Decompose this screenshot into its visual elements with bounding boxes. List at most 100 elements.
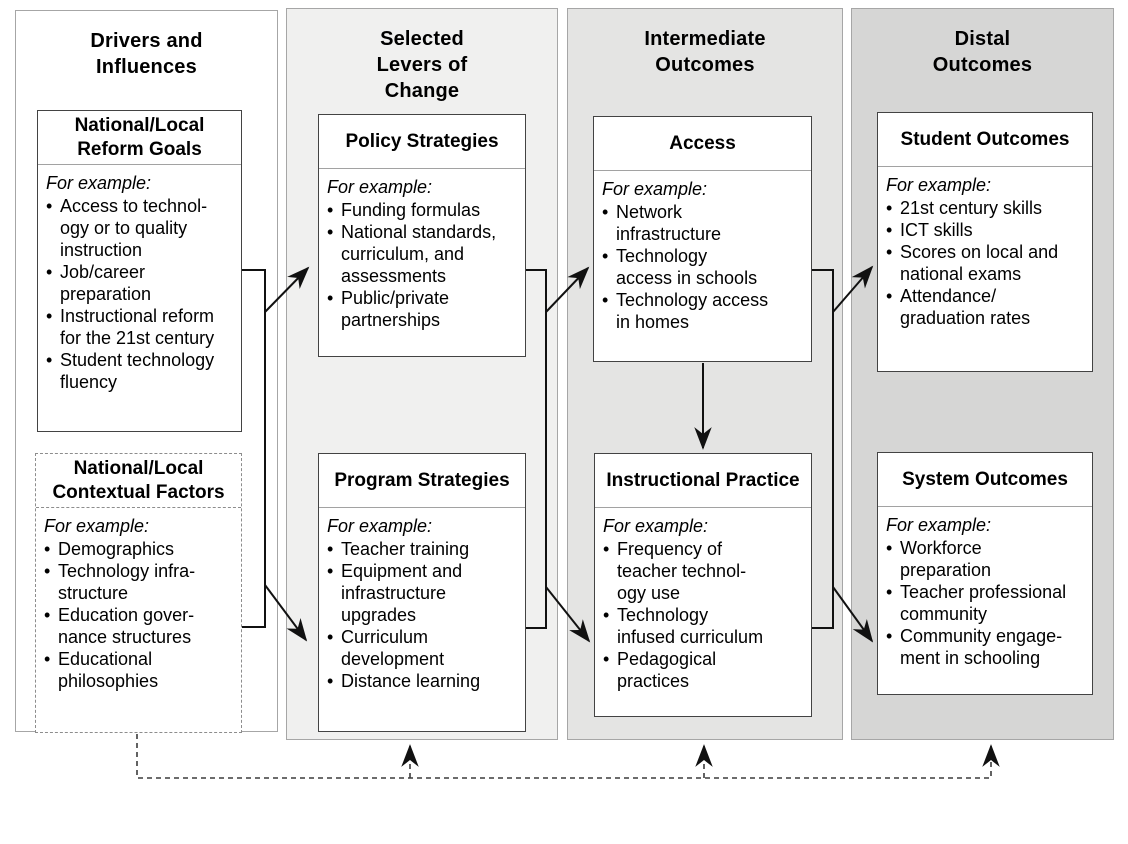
bullet-dot: •	[603, 605, 610, 625]
bullet-list: •Network infrastructure •Technology acce…	[602, 201, 808, 333]
bullet-item: •Teacher professional community	[886, 582, 1067, 624]
bullet-item: •Curriculum development	[327, 627, 445, 669]
box-national-local-reform-goals: National/Local Reform Goals For example:…	[37, 110, 242, 432]
box-title: National/Local Contextual Factors	[36, 454, 241, 508]
box-title: Instructional Practice	[595, 454, 811, 508]
box-title: System Outcomes	[878, 453, 1092, 507]
bullet-item: •Attendance/ graduation rates	[886, 286, 1031, 328]
bullet-item: •Teacher training	[327, 539, 470, 559]
bullet-dot: •	[886, 198, 893, 218]
bullet-dot: •	[603, 539, 610, 559]
bullet-item: •Public/private partnerships	[327, 288, 450, 330]
bullet-item: •ICT skills	[886, 220, 973, 240]
bullet-dot: •	[886, 626, 893, 646]
column-title: Intermediate Outcomes	[644, 28, 766, 76]
bullet-list: •Funding formulas •National standards, c…	[327, 199, 522, 331]
bullet-list: •Demographics •Technology infra- structu…	[44, 538, 238, 692]
bullet-dot: •	[886, 286, 893, 306]
box-national-local-contextual-factors: National/Local Contextual Factors For ex…	[35, 453, 242, 733]
box-body: For example: •Frequency of teacher techn…	[595, 508, 811, 696]
bullet-item: •Demographics	[44, 539, 175, 559]
bullet-list: •21st century skills •ICT skills •Scores…	[886, 197, 1089, 329]
bullet-item: •Job/career preparation	[46, 262, 152, 304]
bullet-item: •Technology access in schools	[602, 246, 758, 288]
box-body: For example: •Workforce preparation •Tea…	[878, 507, 1092, 673]
bullet-item: •21st century skills	[886, 198, 1043, 218]
bullet-item: •Pedagogical practices	[603, 649, 717, 691]
bullet-dot: •	[44, 539, 51, 559]
box-access: Access For example: •Network infrastruct…	[593, 116, 812, 362]
bullet-dot: •	[327, 222, 334, 242]
column-title: Selected Levers of Change	[376, 28, 468, 102]
column-title: Drivers and Influences	[90, 30, 203, 78]
bullet-dot: •	[602, 202, 609, 222]
box-body: For example: •Network infrastructure •Te…	[594, 171, 811, 337]
box-title: National/Local Reform Goals	[38, 111, 241, 165]
bullet-dot: •	[886, 582, 893, 602]
bullet-dot: •	[602, 290, 609, 310]
bullet-item: •Student technology fluency	[46, 350, 215, 392]
bullet-dot: •	[46, 350, 53, 370]
box-body: For example: •Teacher training •Equipmen…	[319, 508, 525, 696]
dashed-feedback-line	[136, 734, 1000, 779]
box-body: For example: •Funding formulas •National…	[319, 169, 525, 335]
bullet-item: •Community engage- ment in schooling	[886, 626, 1063, 668]
box-body: For example: •Demographics •Technology i…	[36, 508, 241, 696]
bullet-item: •Network infrastructure	[602, 202, 722, 244]
example-label: For example:	[602, 179, 708, 199]
bullet-item: •Education gover- nance structures	[44, 605, 195, 647]
bullet-dot: •	[603, 649, 610, 669]
bullet-item: •Workforce preparation	[886, 538, 992, 580]
bullet-item: •Technology infra- structure	[44, 561, 196, 603]
bullet-item: •Instructional reform for the 21st centu…	[46, 306, 215, 348]
bullet-list: •Teacher training •Equipment and infrast…	[327, 538, 522, 692]
bullet-item: •National standards, curriculum, and ass…	[327, 222, 497, 286]
box-title: Policy Strategies	[319, 115, 525, 169]
bullet-dot: •	[44, 561, 51, 581]
box-instructional-practice: Instructional Practice For example: •Fre…	[594, 453, 812, 717]
bullet-dot: •	[886, 242, 893, 262]
example-label: For example:	[327, 516, 433, 536]
bullet-dot: •	[327, 671, 334, 691]
bullet-dot: •	[46, 306, 53, 326]
bullet-dot: •	[327, 539, 334, 559]
box-body: For example: •Access to technol- ogy or …	[38, 165, 241, 397]
bullet-dot: •	[327, 627, 334, 647]
box-body: For example: •21st century skills •ICT s…	[878, 167, 1092, 333]
box-title: Student Outcomes	[878, 113, 1092, 167]
bullet-item: •Technology infused curriculum	[603, 605, 764, 647]
bullet-dot: •	[46, 196, 53, 216]
box-title: Access	[594, 117, 811, 171]
bullet-dot: •	[44, 649, 51, 669]
bullet-list: •Frequency of teacher technol- ogy use •…	[603, 538, 808, 692]
bullet-dot: •	[327, 200, 334, 220]
bullet-item: •Educational philosophies	[44, 649, 159, 691]
bullet-item: •Distance learning	[327, 671, 481, 691]
bullet-list: •Workforce preparation •Teacher professi…	[886, 537, 1089, 669]
bullet-dot: •	[46, 262, 53, 282]
example-label: For example:	[886, 175, 992, 195]
example-label: For example:	[327, 177, 433, 197]
box-program-strategies: Program Strategies For example: •Teacher…	[318, 453, 526, 732]
bullet-dot: •	[886, 538, 893, 558]
box-policy-strategies: Policy Strategies For example: •Funding …	[318, 114, 526, 357]
example-label: For example:	[46, 173, 152, 193]
bullet-item: •Scores on local and national exams	[886, 242, 1059, 284]
box-student-outcomes: Student Outcomes For example: •21st cent…	[877, 112, 1093, 372]
bullet-item: •Funding formulas	[327, 200, 481, 220]
bullet-dot: •	[44, 605, 51, 625]
bullet-dot: •	[327, 288, 334, 308]
bullet-dot: •	[327, 561, 334, 581]
box-title: Program Strategies	[319, 454, 525, 508]
example-label: For example:	[44, 516, 150, 536]
bullet-list: •Access to technol- ogy or to quality in…	[46, 195, 238, 393]
bullet-item: •Frequency of teacher technol- ogy use	[603, 539, 747, 603]
column-title: Distal Outcomes	[932, 28, 1033, 76]
example-label: For example:	[603, 516, 709, 536]
bullet-dot: •	[602, 246, 609, 266]
example-label: For example:	[886, 515, 992, 535]
bullet-item: •Access to technol- ogy or to quality in…	[46, 196, 208, 260]
bullet-dot: •	[886, 220, 893, 240]
bullet-item: •Technology access in homes	[602, 290, 769, 332]
